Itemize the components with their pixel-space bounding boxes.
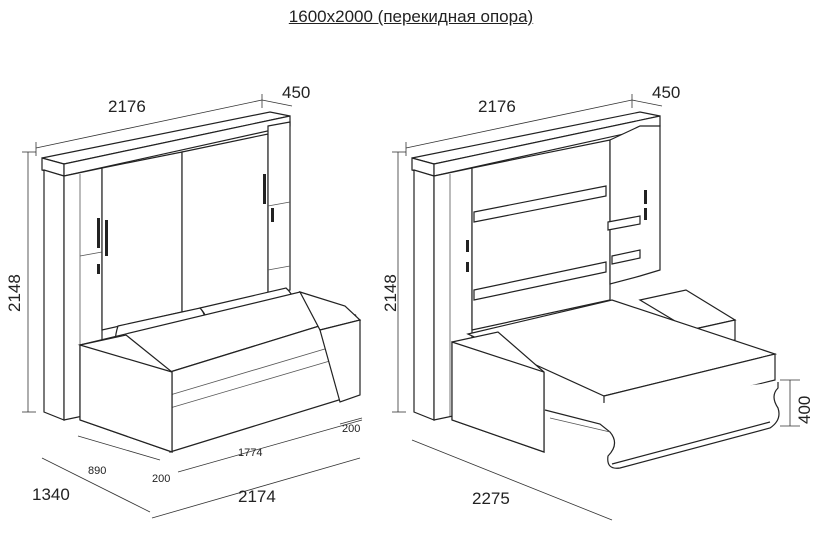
left-side-panel — [43, 169, 65, 421]
right-column — [267, 121, 291, 297]
left-door-2 — [181, 133, 269, 313]
handle-left-1 — [97, 218, 100, 248]
dim-left-height: 2148 — [5, 274, 24, 312]
bed-frame — [544, 382, 780, 469]
right-unit — [392, 94, 800, 521]
dim-right-depth: 450 — [652, 83, 680, 102]
dim-right-total-length: 2275 — [472, 489, 510, 508]
dim-left-sofa-depth: 1340 — [32, 485, 70, 504]
dim-right-width: 2176 — [478, 97, 516, 116]
shelf — [607, 215, 641, 231]
dim-right-bed-height: 400 — [795, 396, 814, 424]
left-door-1 — [101, 151, 183, 331]
dim-left-width: 2176 — [108, 97, 146, 116]
dim-left-offset-front: 200 — [152, 473, 170, 485]
dim-left-seat-depth: 890 — [88, 465, 106, 477]
dim-left-offset-side: 200 — [342, 423, 360, 435]
dim-left-total-length: 2174 — [238, 487, 276, 506]
sofa-right-arm — [319, 319, 361, 403]
diagram-title: 1600x2000 (перекидная опора) — [288, 7, 534, 26]
right-back-panel — [471, 139, 611, 331]
dim-right-height: 2148 — [381, 274, 400, 312]
dim-left-depth: 450 — [282, 83, 310, 102]
dim-left-sofa-length: 1774 — [238, 447, 262, 459]
left-unit — [22, 94, 363, 519]
